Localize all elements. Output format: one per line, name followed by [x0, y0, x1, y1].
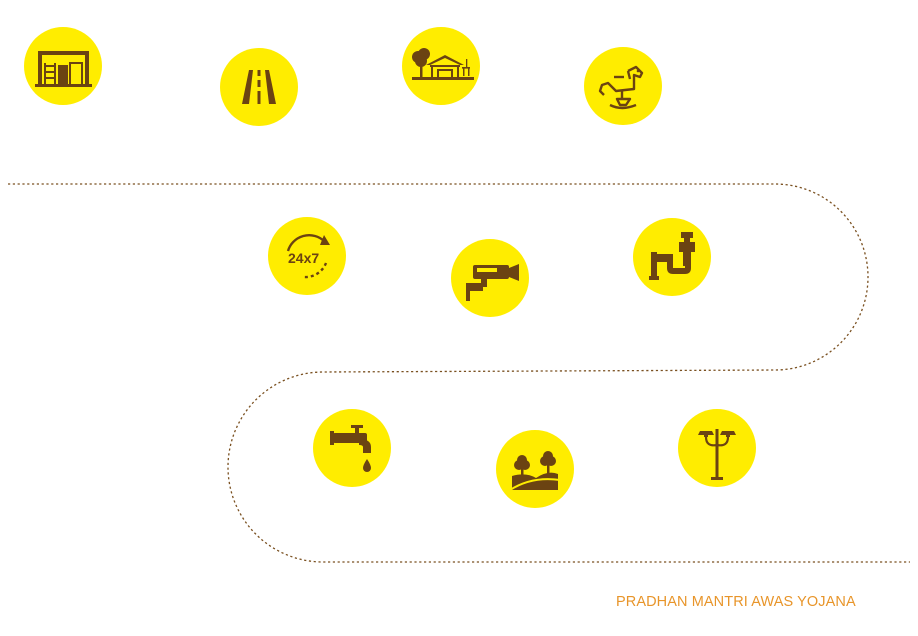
- amenity-plumbing-pipe: [633, 218, 711, 296]
- water-tap-icon: [330, 425, 371, 472]
- park-pavilion-icon: [412, 48, 474, 80]
- amenity-road: [220, 48, 298, 126]
- cctv-camera-icon: [466, 264, 519, 301]
- amenity-street-light: [678, 409, 756, 487]
- plumbing-pipe-icon: [649, 232, 695, 280]
- amenity-park-pavilion: [402, 27, 480, 105]
- gated-entrance-icon: [35, 51, 92, 87]
- power-24x7-icon: 24x7: [286, 234, 330, 279]
- street-light-icon: [698, 429, 736, 480]
- amenity-power-24x7: 24x7: [268, 217, 346, 295]
- amenity-rocking-horse: [584, 47, 662, 125]
- power-24x7-label: 24x7: [288, 250, 319, 266]
- amenity-green-landscape: [496, 430, 574, 508]
- green-landscape-icon: [509, 451, 561, 491]
- amenity-gated-entrance: [24, 27, 102, 105]
- rocking-horse-icon: [598, 65, 644, 110]
- amenity-cctv-camera: [451, 239, 529, 317]
- footer-brand-text: PRADHAN MANTRI AWAS YOJANA: [616, 594, 856, 610]
- amenity-water-tap: [313, 409, 391, 487]
- road-icon: [242, 70, 276, 104]
